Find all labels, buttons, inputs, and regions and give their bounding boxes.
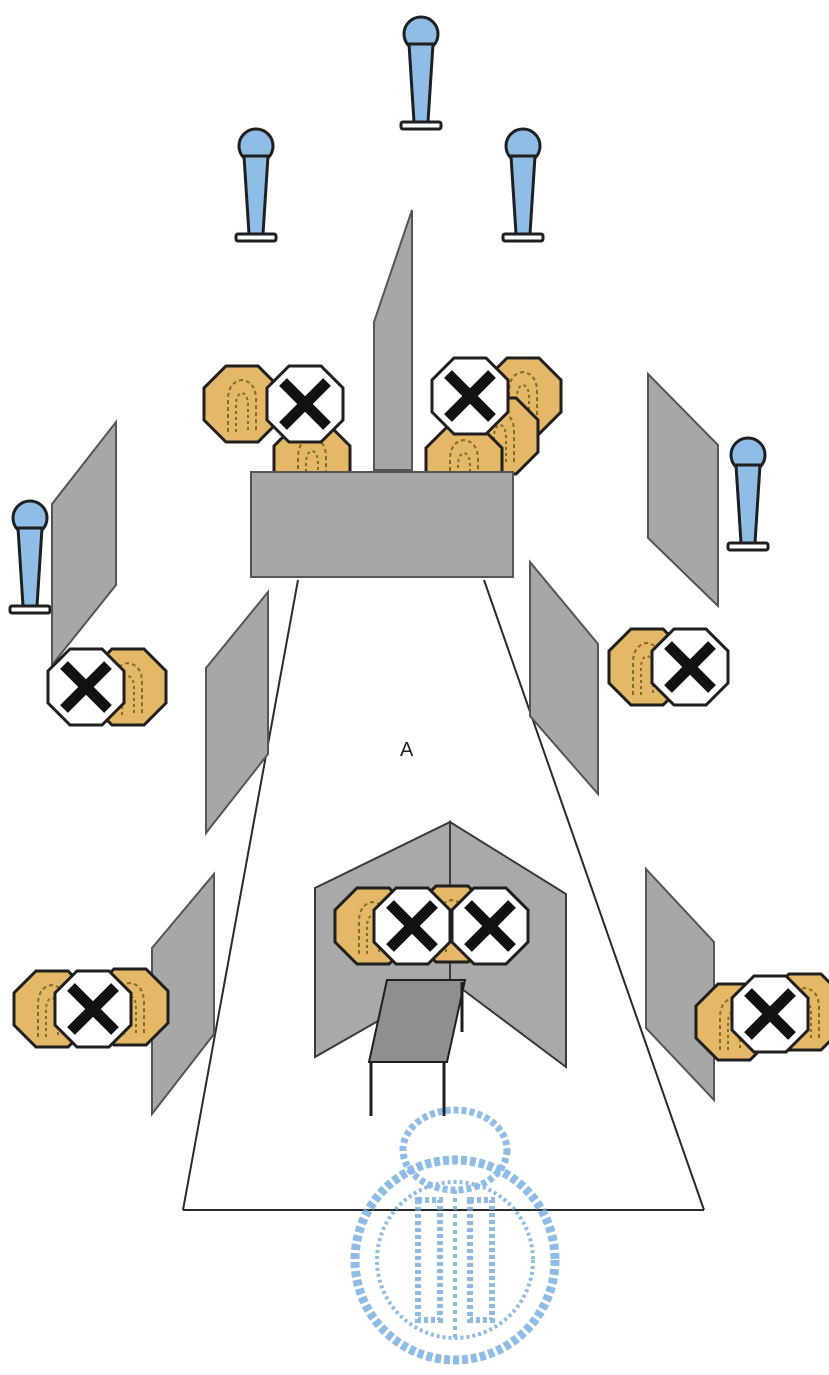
table-icon xyxy=(367,979,467,1116)
steel-popper-top-left xyxy=(234,127,278,243)
target-cluster-right-upper xyxy=(607,629,728,705)
target-cluster-left-lower xyxy=(12,969,170,1047)
barrier-left-middle xyxy=(205,589,269,836)
steel-popper-top xyxy=(399,15,443,131)
center-vertical-wall xyxy=(373,209,413,471)
target-cluster-v-wall xyxy=(333,886,528,964)
fault-line-left xyxy=(182,579,299,1211)
steel-popper-left xyxy=(8,499,52,615)
target-cluster-left-upper xyxy=(48,649,168,725)
official-stamp xyxy=(350,1106,560,1365)
steel-popper-top-right xyxy=(501,127,545,243)
barrier-right-lower xyxy=(645,866,715,1103)
area-label: A xyxy=(400,739,414,761)
barrier-right-upper xyxy=(647,371,719,609)
fault-line-right xyxy=(483,579,705,1211)
target-cluster-right-lower xyxy=(694,974,829,1062)
barrier-right-middle xyxy=(529,559,599,797)
front-wall-block xyxy=(250,471,514,578)
steel-popper-right xyxy=(726,436,770,552)
barrier-left-lower xyxy=(151,871,215,1117)
barrier-left-upper xyxy=(51,419,117,668)
